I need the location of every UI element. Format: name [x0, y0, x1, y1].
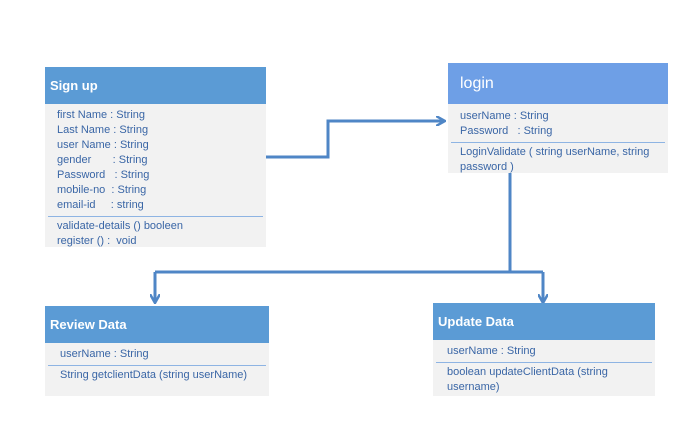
update-data-methods: boolean updateClientData (string usernam…	[433, 363, 655, 398]
signup-attribute: Last Name : String	[57, 124, 149, 136]
review-data-method: String getclientData (string userName)	[60, 369, 248, 381]
signup-to-login-connector	[266, 121, 444, 159]
login-class-header: login	[448, 63, 668, 104]
review-data-class-header: Review Data	[45, 306, 269, 343]
signup-attribute: Password : String	[57, 169, 150, 181]
signup-attribute: first Name : String	[57, 109, 146, 121]
login-method: password )	[460, 161, 514, 173]
login-method: LoginValidate ( string userName, string	[460, 146, 650, 158]
login-attribute: userName : String	[460, 110, 549, 122]
signup-class-box: Sign up first Name : String Last Name : …	[45, 67, 266, 247]
update-data-class-header: Update Data	[433, 303, 655, 340]
signup-attribute: user Name : String	[57, 139, 149, 151]
review-data-methods: String getclientData (string userName)	[45, 366, 269, 386]
update-data-method: boolean updateClientData (string	[447, 366, 608, 378]
signup-attribute: email-id : string	[57, 199, 144, 211]
login-divider	[451, 142, 665, 143]
login-attributes: userName : String Password : String	[448, 104, 668, 142]
update-data-attribute: userName : String	[447, 345, 536, 357]
signup-class-header: Sign up	[45, 67, 266, 104]
signup-attribute: mobile-no : String	[57, 184, 147, 196]
signup-divider	[48, 216, 263, 217]
signup-methods: validate-details () booleen register () …	[45, 217, 266, 252]
update-data-attributes: userName : String	[433, 340, 655, 362]
signup-attributes: first Name : String Last Name : String u…	[45, 104, 266, 216]
update-data-method: username)	[447, 381, 500, 393]
review-data-class-box: Review Data userName : String String get…	[45, 306, 269, 396]
login-attribute: Password : String	[460, 125, 553, 137]
update-data-divider	[436, 362, 652, 363]
login-methods: LoginValidate ( string userName, string …	[448, 143, 668, 178]
review-data-attribute: userName : String	[60, 348, 149, 360]
signup-attribute: gender : String	[57, 154, 148, 166]
review-data-attributes: userName : String	[45, 343, 269, 365]
signup-method: validate-details () booleen	[57, 220, 183, 232]
signup-method: register () : void	[57, 235, 137, 247]
review-data-divider	[48, 365, 266, 366]
login-class-box: login userName : String Password : Strin…	[448, 63, 668, 173]
update-data-class-box: Update Data userName : String boolean up…	[433, 303, 655, 396]
